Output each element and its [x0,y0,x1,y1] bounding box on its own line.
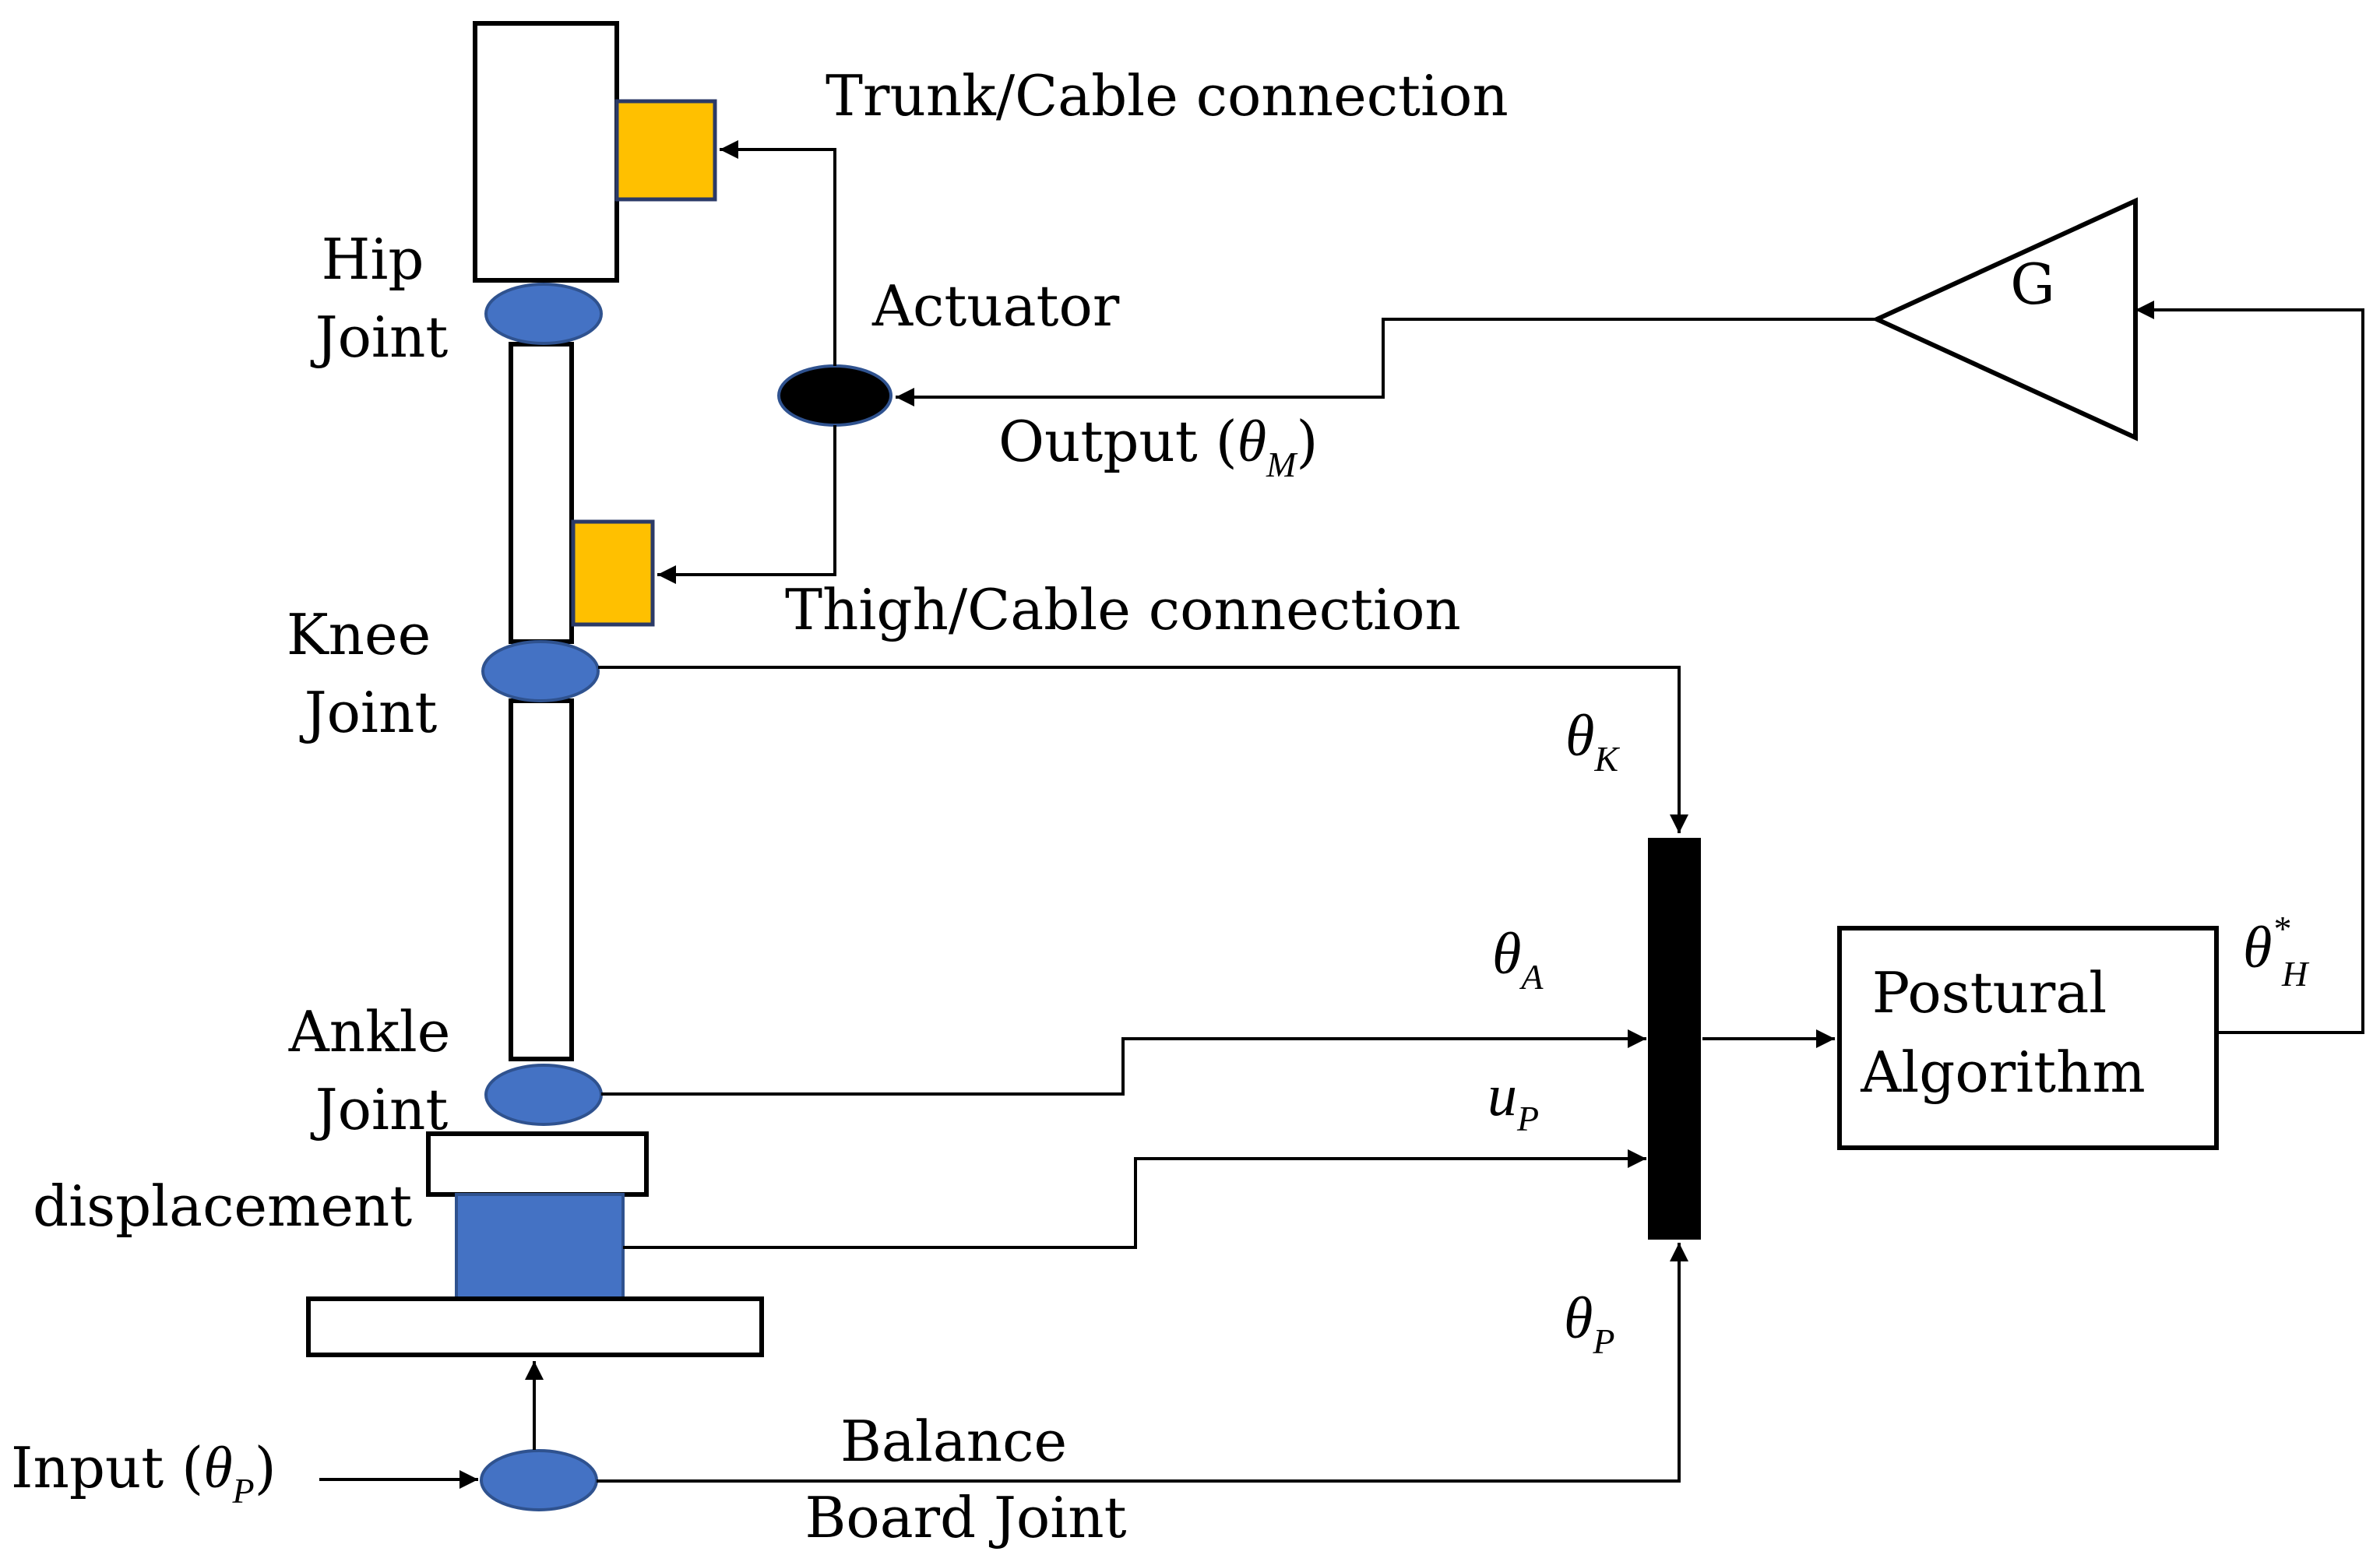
displacement-label: displacement [33,1173,412,1239]
balance-board-joint [480,1449,598,1511]
theta-h-sub: H [2281,954,2310,994]
displacement-piston [455,1193,625,1302]
theta-h-theta: θ [2243,915,2272,980]
ankle-label: Ankle Joint [288,999,469,1142]
output-theta: θ [1238,409,1266,474]
ankle-label-line1: Ankle [288,999,451,1064]
postural-algorithm-label: Postural Algorithm [1860,960,2145,1105]
trunk-cable-connector [614,99,717,202]
actuator-label: Actuator [871,273,1120,339]
input-theta-sub: P [232,1471,255,1511]
theta-p-sub: P [1592,1321,1614,1361]
theta-k-theta: θ [1565,703,1594,769]
theta-a-sub: A [1519,957,1544,997]
knee-label: Knee Joint [287,602,449,745]
balance-label-line2: Board Joint [804,1485,1126,1550]
output-theta-sub: M [1266,445,1298,484]
shank-segment [509,698,574,1061]
hip-label: Hip Joint [310,227,449,370]
platform-signal-line [597,1243,1688,1483]
ankle-joint [484,1064,603,1126]
foot-plate [426,1131,649,1197]
gain-block [1871,197,2138,442]
actuator-to-trunk-line [720,140,836,366]
theta-a-symbol: θA [1492,921,1544,997]
thigh-cable-label: Thigh/Cable connection [785,577,1461,642]
balance-board-label: Balance Board Joint [804,1409,1126,1550]
postural-label-line2: Algorithm [1860,1040,2145,1105]
balance-board [306,1296,764,1357]
input-label: Input (θP) [11,1435,276,1511]
knee-label-line1: Knee [287,602,431,667]
theta-h-star: * [2272,909,2290,948]
output-label: Output (θM) [998,409,1318,484]
actuator-to-thigh-line [657,425,836,584]
thigh-cable-connector [571,519,655,627]
knee-joint [481,640,600,702]
ankle-label-line2: Joint [310,1077,449,1142]
postural-label-line1: Postural [1872,960,2107,1026]
u-p-symbol: uP [1488,1063,1539,1138]
gain-to-actuator-line [896,318,1877,406]
knee-label-line2: Joint [299,680,438,745]
hip-label-line1: Hip [322,227,424,292]
theta-a-theta: θ [1492,921,1521,987]
output-label-suffix: ) [1296,409,1318,474]
hip-label-line2: Joint [310,304,449,370]
trunk-segment [473,21,619,283]
displacement-signal-line [623,1149,1646,1249]
output-label-prefix: Output ( [998,409,1238,474]
u-p-u: u [1488,1063,1517,1128]
gain-label: G [2010,252,2055,317]
thigh-segment [509,342,574,644]
theta-p-theta: θ [1564,1286,1593,1351]
hip-joint [484,283,603,345]
signal-mux-bar [1648,838,1701,1240]
balance-label-line1: Balance [840,1409,1067,1474]
theta-k-sub: K [1593,739,1620,779]
input-label-suffix: ) [255,1435,276,1500]
actuator [777,364,892,427]
ankle-signal-line [601,1029,1646,1096]
u-p-sub: P [1516,1099,1539,1138]
theta-p-symbol: θP [1564,1286,1614,1361]
algorithm-to-gain-line [2135,301,2364,1034]
input-label-prefix: Input ( [11,1435,203,1500]
knee-signal-line [598,666,1688,833]
input-theta: θ [203,1435,232,1500]
trunk-cable-label: Trunk/Cable connection [826,63,1509,128]
postural-algorithm-block [1837,926,2219,1150]
theta-h-star-symbol: θ* H [2243,909,2310,994]
theta-k-symbol: θK [1565,703,1620,779]
